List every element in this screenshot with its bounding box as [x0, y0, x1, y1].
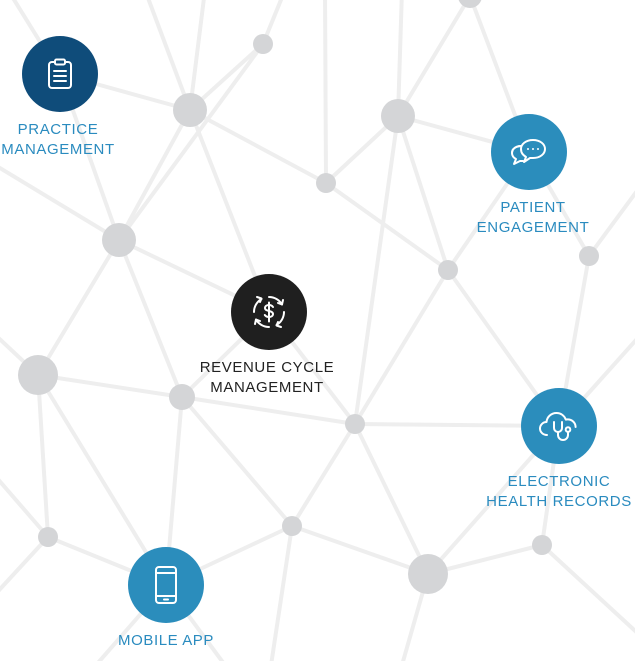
- practice-label-line1: PRACTICE: [17, 121, 99, 138]
- network-node: [381, 99, 415, 133]
- mobile-app-label: MOBILE APP: [118, 631, 214, 651]
- network-node: [316, 173, 336, 193]
- network-node: [438, 260, 458, 280]
- network-edge: [36, 373, 50, 539]
- network-edge: [180, 395, 357, 426]
- patient-label-line2: ENGAGEMENT: [476, 219, 590, 236]
- network-edge: [396, 0, 470, 118]
- mobile-app-hub[interactable]: [128, 547, 204, 623]
- electronic-health-records-hub[interactable]: [521, 388, 597, 464]
- revenue-label-line1: REVENUE CYCLE: [199, 359, 335, 376]
- patient-engagement-hub[interactable]: [491, 114, 567, 190]
- revenue-cycle-hub[interactable]: [231, 274, 307, 350]
- network-edge: [353, 268, 450, 426]
- network-node: [532, 535, 552, 555]
- practice-label-line2: MANAGEMENT: [1, 141, 115, 158]
- ehr-label-line1: ELECTRONIC: [507, 473, 611, 490]
- network-edge: [0, 478, 50, 539]
- cloud-stethoscope-icon: [539, 412, 577, 441]
- network-edge: [117, 238, 184, 399]
- network-edge: [587, 190, 635, 258]
- smartphone-icon: [155, 566, 177, 604]
- revenue-label-line2: MANAGEMENT: [210, 379, 324, 396]
- network-node: [18, 355, 58, 395]
- network-edge: [353, 422, 430, 576]
- network-node: [345, 414, 365, 434]
- chat-bubbles-icon: [511, 139, 546, 165]
- network-edge: [0, 535, 50, 593]
- network-nodes: [18, 0, 599, 594]
- network-edge: [290, 524, 430, 576]
- network-edge: [540, 543, 635, 634]
- network-edge: [188, 0, 206, 112]
- network-edge: [188, 108, 328, 185]
- network-edge: [180, 395, 294, 528]
- network-node: [169, 384, 195, 410]
- clipboard-icon: [48, 58, 72, 89]
- practice-management-label: PRACTICE MANAGEMENT: [1, 120, 115, 160]
- network-edge: [323, 0, 328, 185]
- network-edge: [117, 42, 265, 242]
- network-edge: [117, 108, 192, 242]
- electronic-health-records-label: ELECTRONIC HEALTH RECORDS: [486, 472, 632, 512]
- network-edge: [269, 524, 294, 661]
- network-node: [282, 516, 302, 536]
- network-node: [102, 223, 136, 257]
- network-node: [173, 93, 207, 127]
- dollar-cycle-icon: [252, 295, 286, 329]
- network-edge: [324, 181, 450, 272]
- patient-label-line1: PATIENT: [500, 199, 566, 216]
- network-node: [38, 527, 58, 547]
- network-edge: [36, 238, 121, 377]
- network-edge: [396, 114, 450, 272]
- practice-management-hub[interactable]: [22, 36, 98, 112]
- network-edge: [146, 0, 192, 112]
- network-edge: [353, 114, 400, 426]
- network-edge: [0, 165, 121, 242]
- network-node: [458, 0, 482, 8]
- network-edge: [396, 0, 404, 118]
- ehr-label-line2: HEALTH RECORDS: [486, 493, 632, 510]
- network-edge: [36, 373, 184, 399]
- patient-engagement-label: PATIENT ENGAGEMENT: [477, 198, 590, 238]
- revenue-cycle-label: REVENUE CYCLE MANAGEMENT: [200, 358, 335, 398]
- network-edge: [290, 422, 357, 528]
- network-node: [579, 246, 599, 266]
- network-edge: [36, 373, 168, 587]
- network-node: [253, 34, 273, 54]
- mobile-label-line1: MOBILE APP: [117, 632, 215, 649]
- network-node: [408, 554, 448, 594]
